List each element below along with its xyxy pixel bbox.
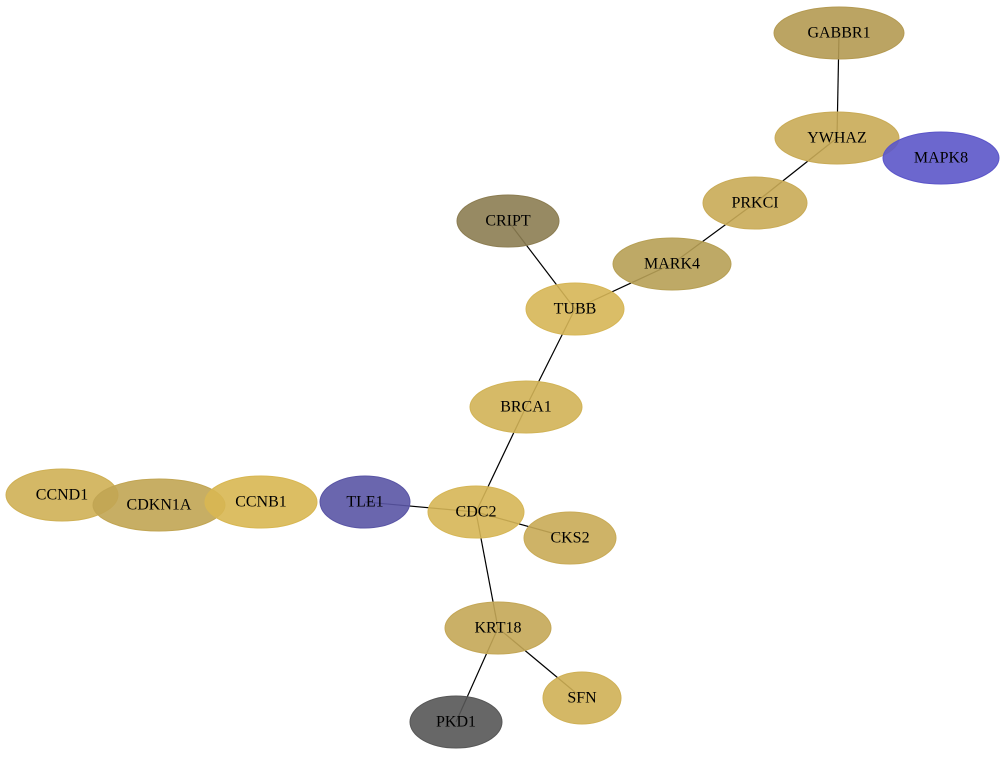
node-shape: [204, 475, 318, 529]
node-label: KRT18: [474, 620, 521, 637]
node-ccnb1[interactable]: CCNB1: [204, 475, 318, 529]
node-shape: [542, 671, 622, 725]
node-shape: [469, 380, 583, 434]
node-ccnd1[interactable]: CCND1: [5, 468, 119, 522]
node-shape: [523, 511, 617, 565]
node-shape: [702, 176, 808, 230]
node-label: CDKN1A: [127, 497, 192, 514]
node-label: BRCA1: [500, 399, 552, 416]
node-label: CCND1: [36, 487, 88, 504]
node-cdkn1a[interactable]: CDKN1A: [92, 478, 226, 532]
edge-layer: [364, 32, 840, 723]
node-label: PKD1: [436, 714, 476, 731]
node-shape: [319, 475, 411, 529]
node-label: CRIPT: [485, 213, 531, 230]
node-ywhaz[interactable]: YWHAZ: [774, 111, 900, 165]
node-label: CKS2: [550, 530, 589, 547]
node-cks2[interactable]: CKS2: [523, 511, 617, 565]
node-tle1[interactable]: TLE1: [319, 475, 411, 529]
node-label: MAPK8: [914, 150, 968, 167]
node-mark4[interactable]: MARK4: [612, 237, 732, 291]
node-label: CDC2: [456, 504, 497, 521]
node-label: YWHAZ: [807, 130, 867, 147]
node-cdc2[interactable]: CDC2: [427, 485, 525, 539]
node-prkci[interactable]: PRKCI: [702, 176, 808, 230]
node-shape: [774, 111, 900, 165]
node-sfn[interactable]: SFN: [542, 671, 622, 725]
node-shape: [456, 194, 560, 248]
node-label: TLE1: [346, 494, 383, 511]
node-shape: [882, 131, 1000, 185]
node-label: GABBR1: [807, 25, 870, 42]
node-shape: [444, 601, 552, 655]
node-cript[interactable]: CRIPT: [456, 194, 560, 248]
node-brca1[interactable]: BRCA1: [469, 380, 583, 434]
node-shape: [612, 237, 732, 291]
node-tubb[interactable]: TUBB: [525, 282, 625, 336]
node-label: CCNB1: [235, 494, 287, 511]
node-label: MARK4: [644, 256, 700, 273]
node-label: TUBB: [554, 301, 597, 318]
node-label: SFN: [567, 690, 597, 707]
node-shape: [427, 485, 525, 539]
node-krt18[interactable]: KRT18: [444, 601, 552, 655]
node-gabbr1[interactable]: GABBR1: [773, 6, 905, 60]
node-pkd1[interactable]: PKD1: [409, 695, 503, 749]
node-mapk8[interactable]: MAPK8: [882, 131, 1000, 185]
node-label: PRKCI: [731, 195, 778, 212]
node-shape: [773, 6, 905, 60]
node-shape: [525, 282, 625, 336]
node-shape: [409, 695, 503, 749]
